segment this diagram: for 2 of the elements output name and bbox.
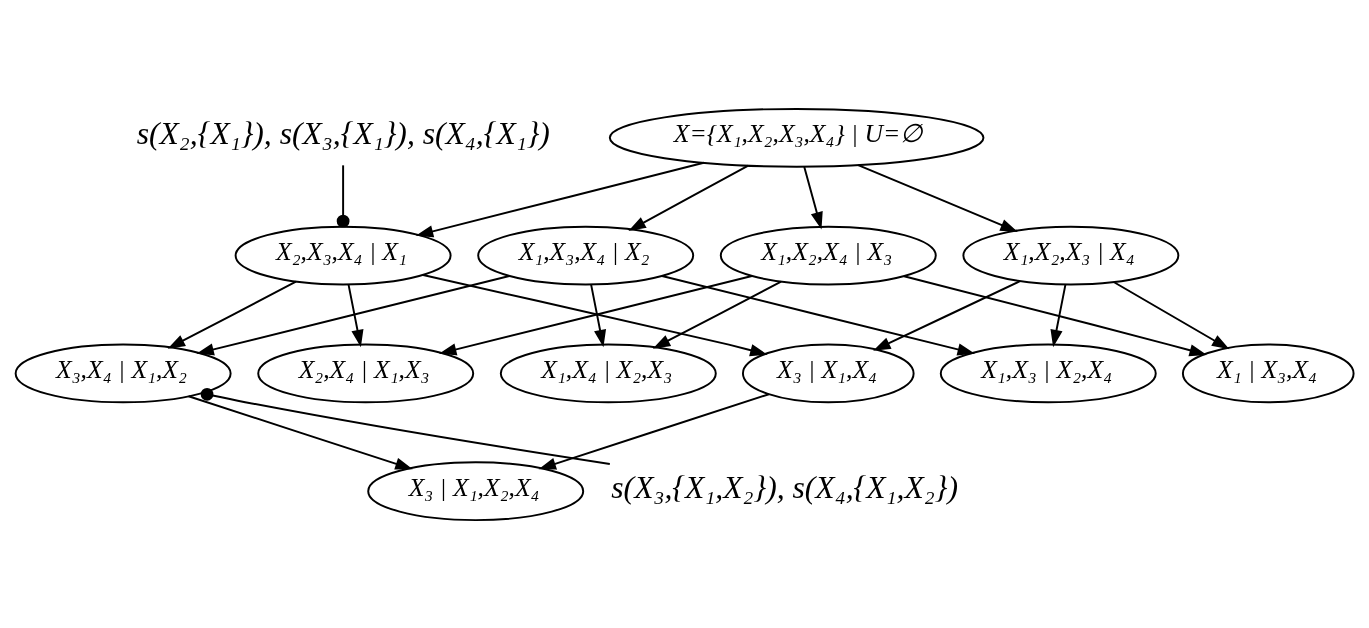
node-text: s(X₂,{X₁}), s(X₃,{X₁}), s(X₄,{X₁}) (136, 115, 550, 151)
node-text: s(X₃,{X₁,X₂}), s(X₄,{X₁,X₂}) (611, 469, 958, 505)
